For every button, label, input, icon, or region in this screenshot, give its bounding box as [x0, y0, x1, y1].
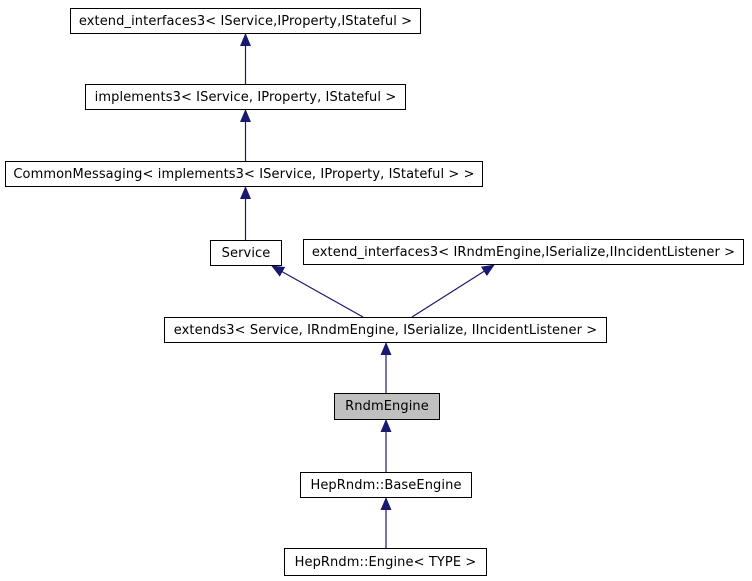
- class-node-heprndm-engine-type[interactable]: HepRndm::Engine< TYPE >: [284, 548, 487, 576]
- class-node-rndm-engine: RndmEngine: [334, 393, 440, 420]
- class-node-common-messaging[interactable]: CommonMessaging< implements3< IService, …: [5, 161, 483, 187]
- class-node-extend-interfaces3-iservice[interactable]: extend_interfaces3< IService,IProperty,I…: [70, 8, 421, 34]
- class-node-service[interactable]: Service: [210, 240, 282, 266]
- class-node-extend-interfaces3-irndm[interactable]: extend_interfaces3< IRndmEngine,ISeriali…: [303, 239, 744, 265]
- class-node-implements3[interactable]: implements3< IService, IProperty, IState…: [85, 84, 406, 110]
- class-node-heprndm-base-engine[interactable]: HepRndm::BaseEngine: [300, 472, 472, 498]
- inheritance-edge-extends3-to-service: [271, 265, 364, 318]
- class-node-extends3[interactable]: extends3< Service, IRndmEngine, ISeriali…: [164, 317, 607, 343]
- inheritance-edge-extends3-to-extend-interfaces3-irndm: [411, 264, 495, 318]
